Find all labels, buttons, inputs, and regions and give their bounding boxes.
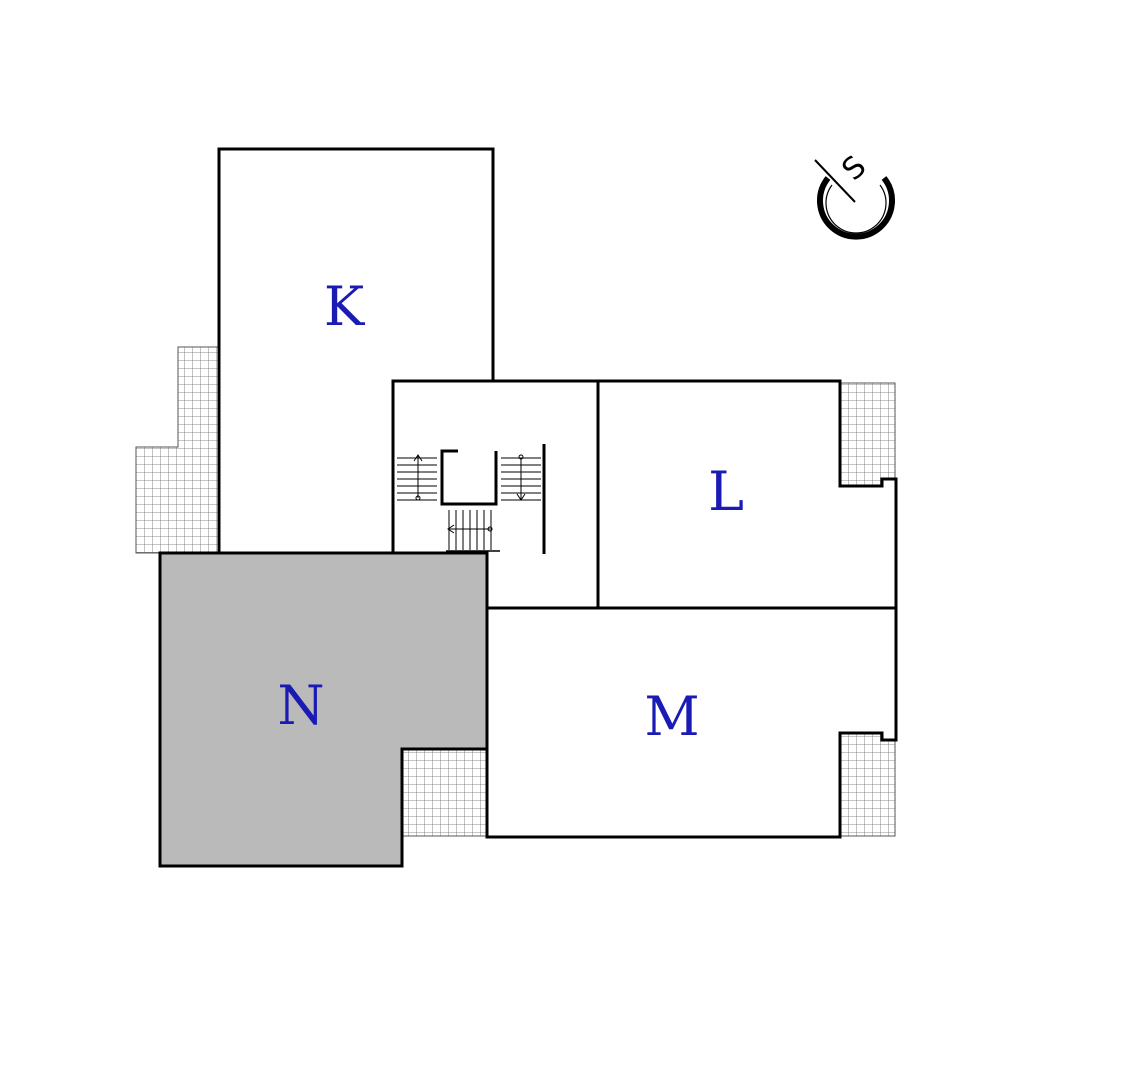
terrace-east-upper: [839, 382, 896, 487]
compass-label: S: [835, 149, 873, 188]
terrace-west: [135, 346, 220, 554]
terrace-east-lower: [839, 732, 896, 837]
unit-label-m: M: [644, 685, 699, 748]
terrace-south: [401, 748, 488, 837]
compass-icon: S: [814, 149, 895, 240]
unit-m[interactable]: [485, 606, 898, 839]
unit-k[interactable]: [217, 147, 495, 553]
unit-label-n: N: [277, 674, 324, 737]
unit-l[interactable]: [596, 379, 898, 610]
unit-label-l: L: [708, 460, 744, 523]
unit-label-k: K: [324, 275, 366, 338]
staircase-icon: [397, 444, 546, 554]
unit-n[interactable]: [158, 551, 489, 868]
